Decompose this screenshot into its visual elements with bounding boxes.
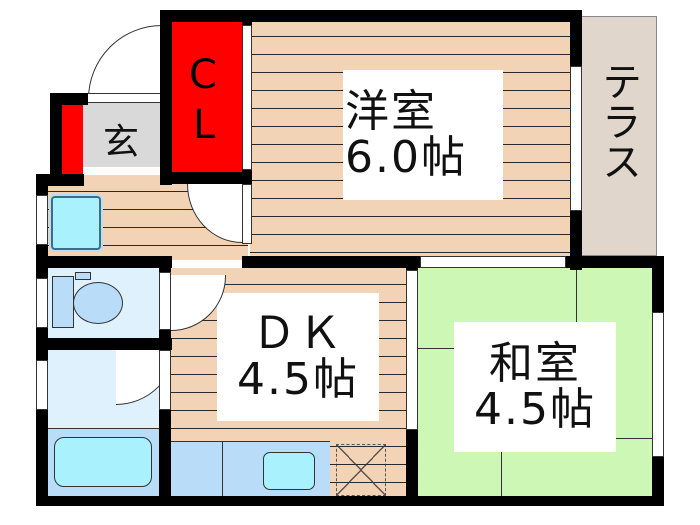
tatami-line: [576, 268, 577, 348]
japanese-room-name: 和室: [489, 338, 581, 389]
closet-label-c: C: [189, 52, 217, 98]
closet-label-l: L: [193, 102, 216, 148]
door-opening[interactable]: [159, 350, 171, 410]
wall: [160, 172, 252, 184]
fridge-space: [336, 444, 386, 496]
japanese-room-size: 4.5帖: [474, 384, 596, 435]
window[interactable]: [242, 25, 252, 170]
western-room-label: 洋室 6.0帖: [343, 70, 503, 200]
terrace-label: テラス: [595, 61, 641, 181]
wall: [160, 10, 172, 185]
japanese-room-label: 和室 4.5帖: [454, 322, 616, 452]
wall: [36, 256, 172, 268]
entrance-threshold: [88, 93, 162, 103]
dk-label: ＤＫ 4.5帖: [217, 293, 379, 421]
bathtub: [48, 428, 159, 496]
window[interactable]: [36, 195, 48, 245]
wall: [36, 496, 664, 506]
tatami-line: [613, 438, 653, 439]
door-opening[interactable]: [242, 184, 252, 244]
western-room-size: 6.0帖: [345, 132, 467, 183]
sliding-door[interactable]: [406, 270, 418, 430]
toilet-bowl: [73, 282, 123, 324]
kitchen-sink: [263, 452, 315, 490]
toilet-tank: [52, 276, 74, 328]
western-room-name: 洋室: [345, 86, 437, 137]
sliding-door[interactable]: [420, 256, 566, 268]
door-opening[interactable]: [159, 272, 171, 330]
toilet-room: [48, 268, 159, 338]
entrance-label: 玄: [103, 122, 140, 163]
wall: [36, 174, 84, 186]
window[interactable]: [36, 360, 48, 410]
entrance: 玄: [83, 103, 161, 167]
kitchen-counter: [171, 441, 330, 499]
window[interactable]: [36, 278, 48, 328]
dk-name: ＤＫ: [252, 308, 344, 359]
wall: [160, 10, 580, 22]
tatami-line: [501, 443, 502, 498]
wall: [50, 93, 62, 183]
terrace: テラス: [581, 16, 657, 256]
window[interactable]: [652, 312, 664, 457]
bathtub-basin: [54, 437, 152, 487]
toilet-lid: [75, 272, 91, 280]
dk-size: 4.5帖: [237, 354, 359, 405]
washing-machine: [51, 196, 101, 250]
counter-divider: [222, 442, 223, 499]
closet: C L: [171, 22, 242, 174]
tatami-line: [418, 348, 458, 349]
wall: [36, 338, 172, 350]
shoe-closet: [62, 103, 83, 175]
window[interactable]: [570, 66, 582, 211]
